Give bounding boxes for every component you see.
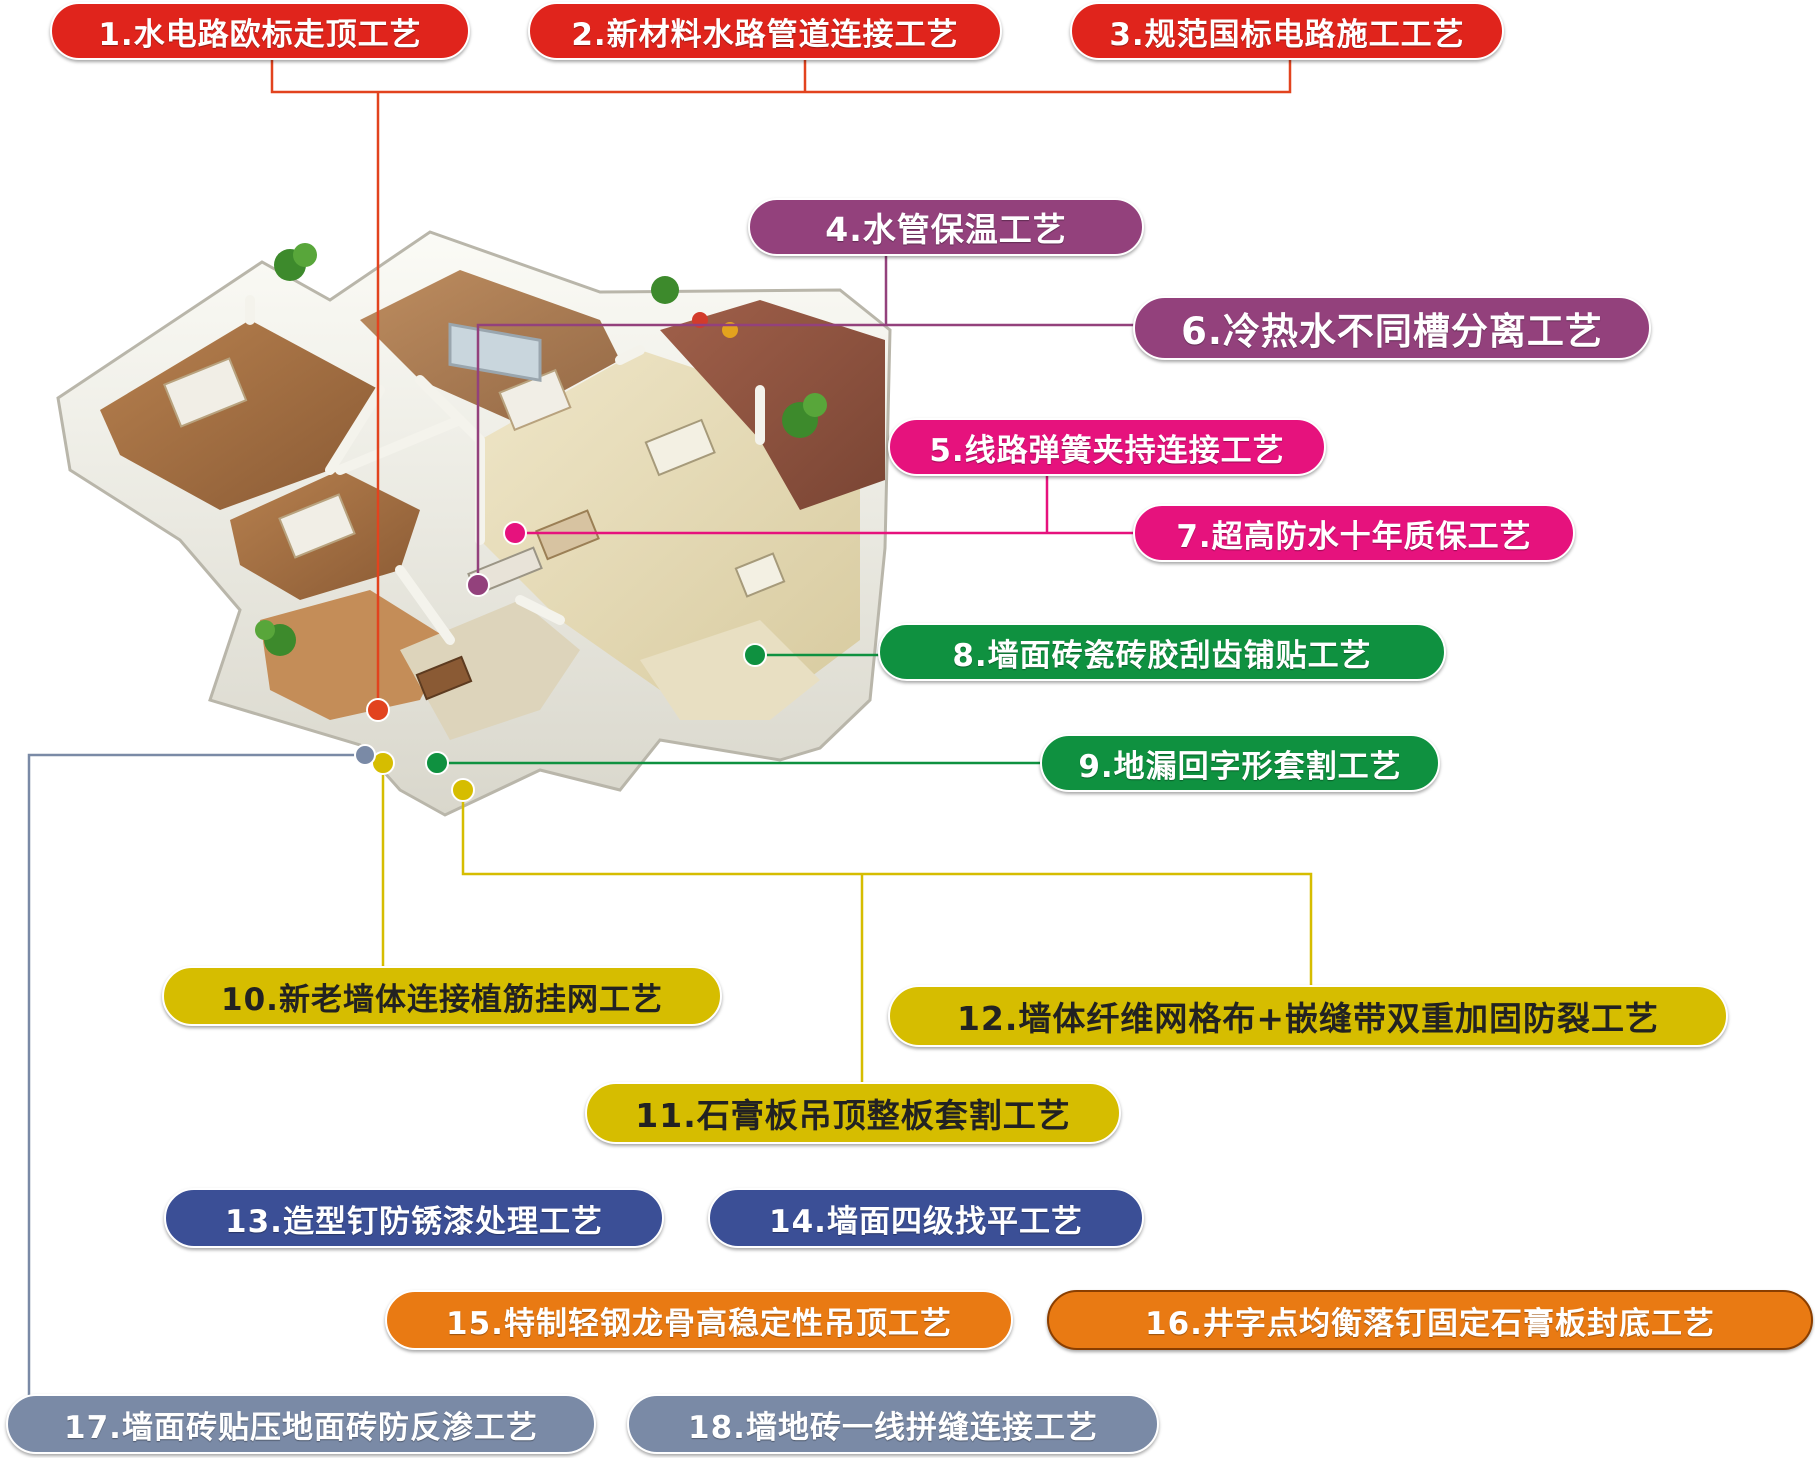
bed-middle: [278, 493, 356, 559]
bedroom-floor-left: [100, 320, 380, 510]
label-4: 4.水管保温工艺: [748, 198, 1144, 256]
label-18: 18.墙地砖一线拼缝连接工艺: [627, 1394, 1159, 1454]
label-7: 7.超高防水十年质保工艺: [1133, 504, 1575, 562]
label-6: 6.冷热水不同槽分离工艺: [1133, 296, 1651, 360]
label-9: 9.地漏回字形套割工艺: [1040, 734, 1440, 792]
bed-left: [163, 357, 248, 428]
label-12: 12.墙体纤维网格布+嵌缝带双重加固防裂工艺: [888, 985, 1728, 1047]
label-8: 8.墙面砖瓷砖胶刮齿铺贴工艺: [878, 623, 1446, 681]
label-2: 2.新材料水路管道连接工艺: [528, 2, 1002, 60]
label-1: 1.水电路欧标走顶工艺: [50, 2, 470, 60]
label-17: 17.墙面砖贴压地面砖防反渗工艺: [6, 1394, 596, 1454]
label-14: 14.墙面四级找平工艺: [708, 1188, 1144, 1248]
label-16: 16.井字点均衡落钉固定石膏板封底工艺: [1047, 1290, 1813, 1350]
label-10: 10.新老墙体连接植筋挂网工艺: [162, 966, 722, 1026]
balcony-floor: [640, 620, 820, 720]
label-13: 13.造型钉防锈漆处理工艺: [164, 1188, 664, 1248]
label-11: 11.石膏板吊顶整板套割工艺: [585, 1082, 1121, 1144]
label-15: 15.特制轻钢龙骨高稳定性吊顶工艺: [385, 1290, 1013, 1350]
label-3: 3.规范国标电路施工工艺: [1070, 2, 1504, 60]
kitchen-floor: [260, 590, 450, 720]
label-5: 5.线路弹簧夹持连接工艺: [888, 418, 1326, 476]
desk: [415, 655, 473, 701]
